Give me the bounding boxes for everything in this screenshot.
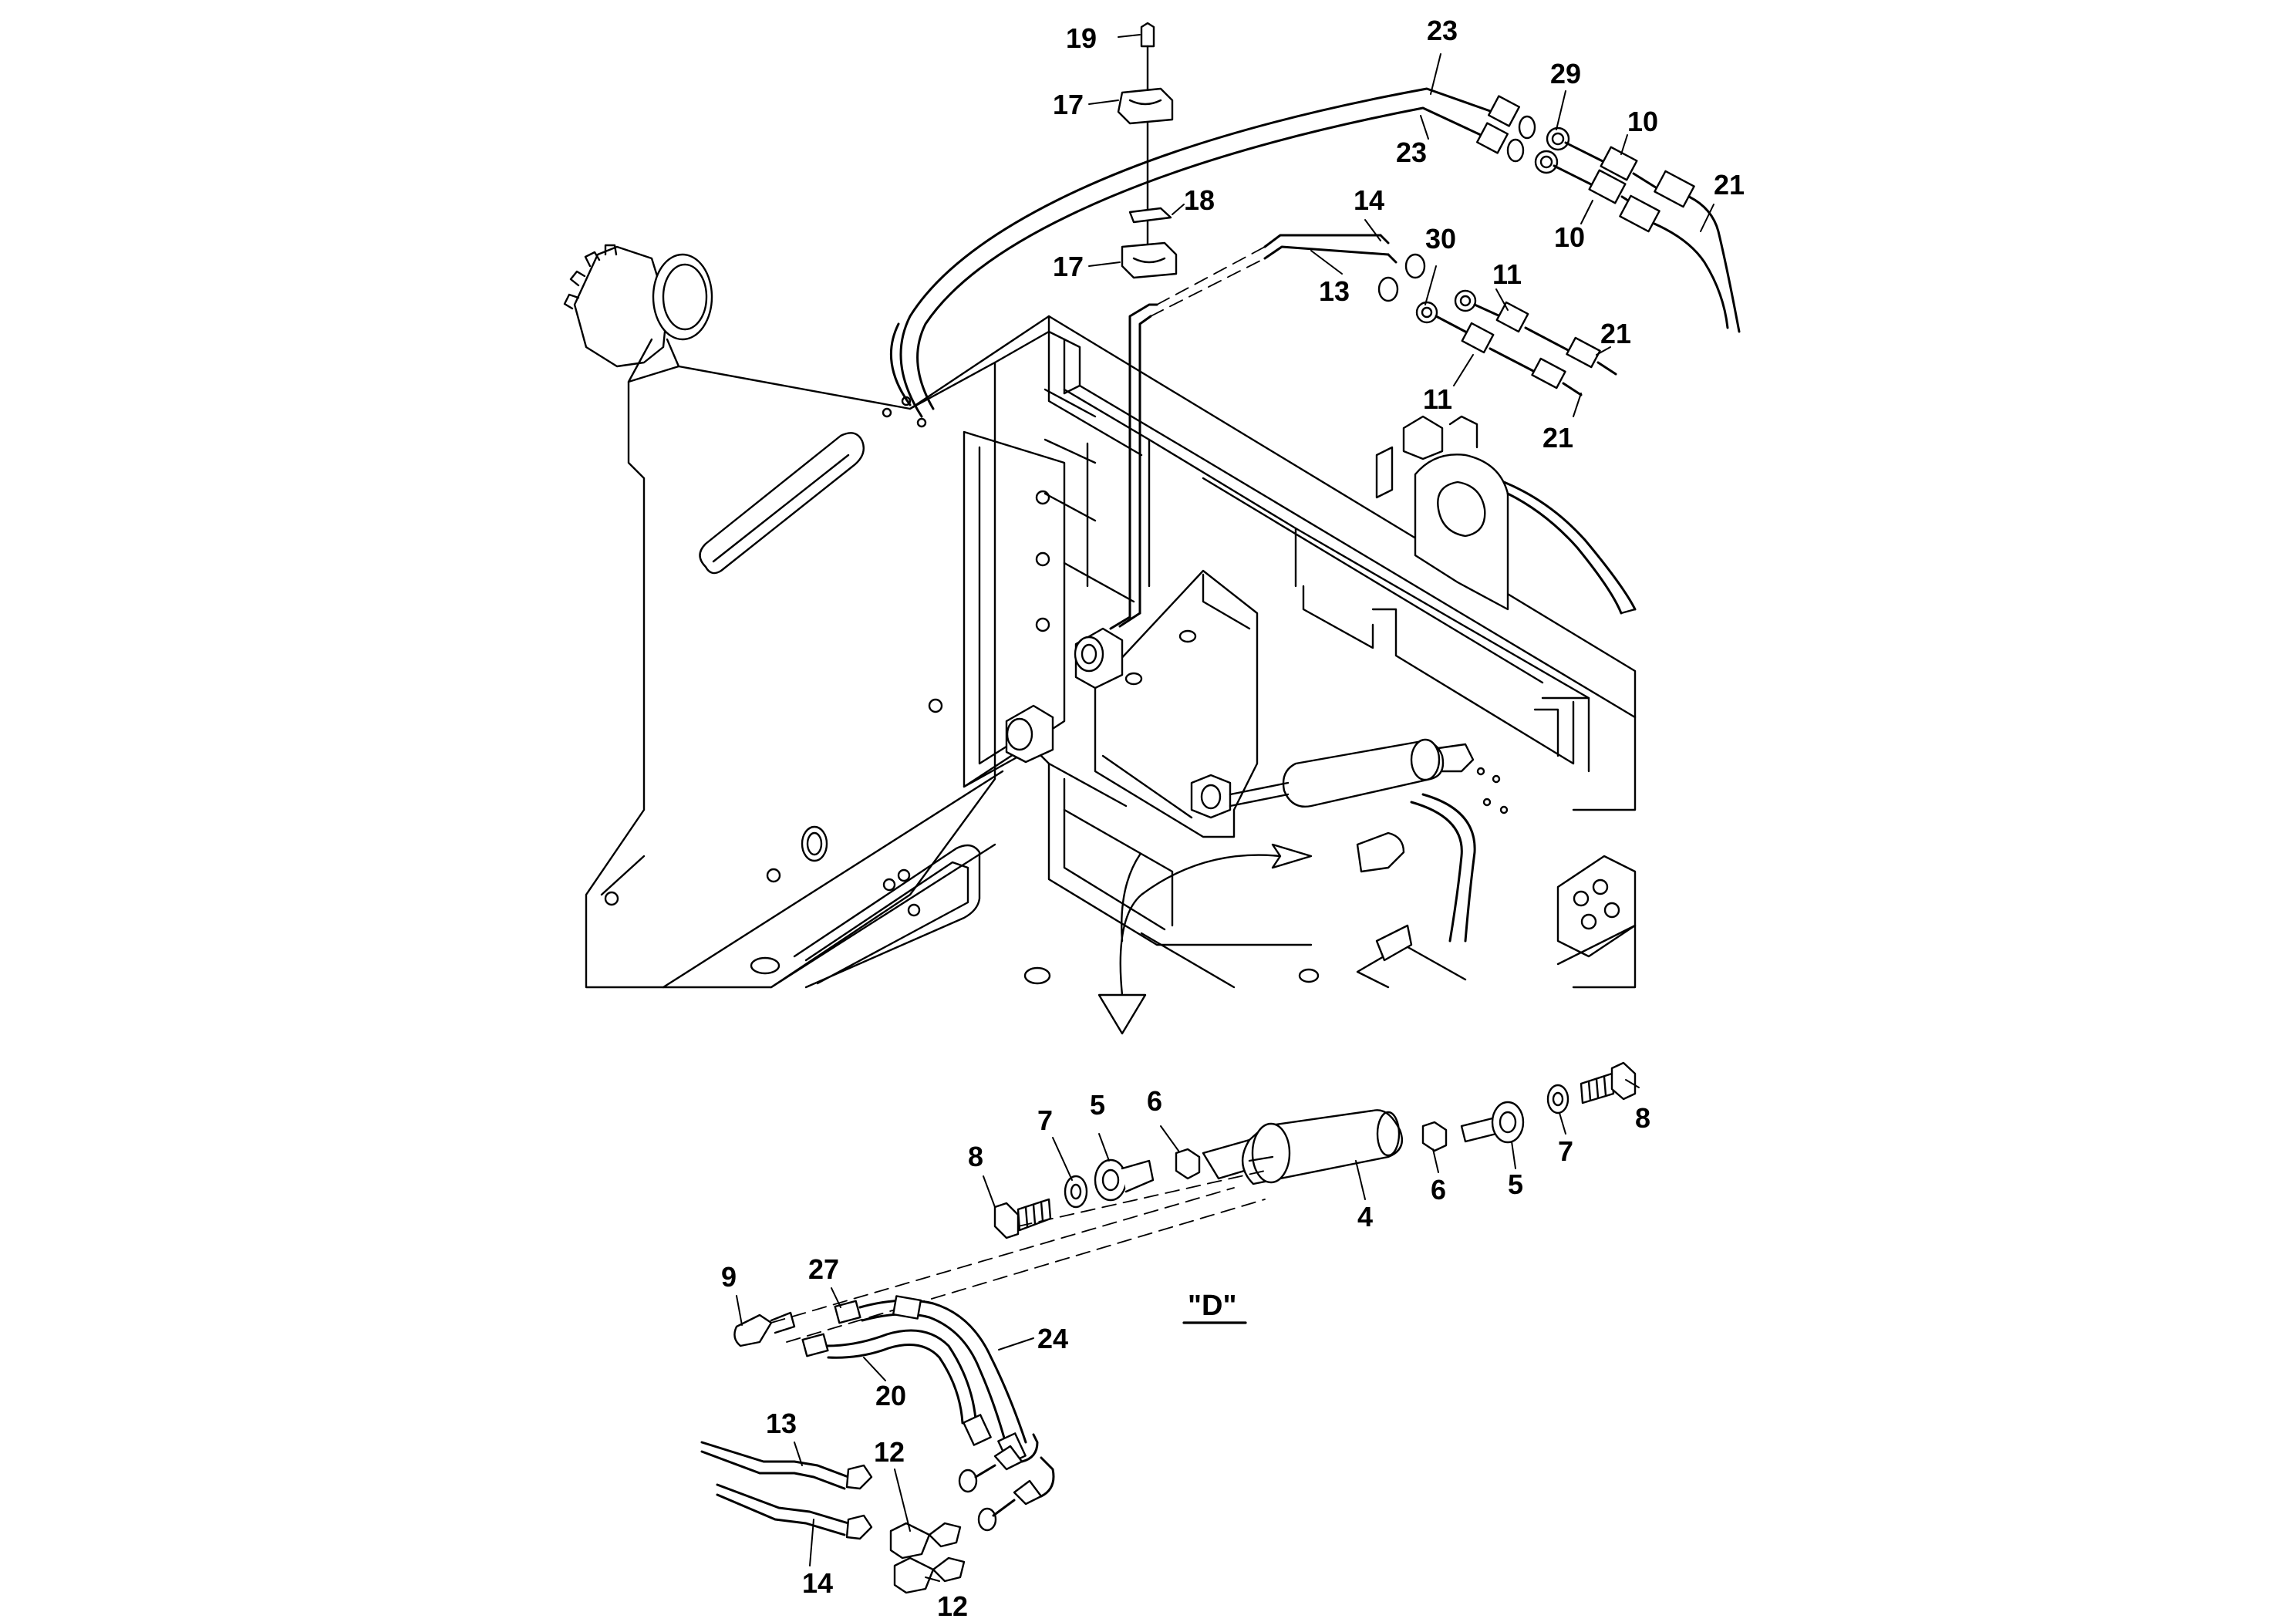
callout-5-left: 5 [1090,1089,1105,1121]
clamp-assembly [1117,22,1178,279]
callout-23-lower: 23 [1396,137,1427,168]
hose-23 [889,87,1494,418]
seal-washer-icon [1546,126,1570,151]
callout-9: 9 [721,1261,737,1293]
callout-13-upper: 13 [1319,275,1350,307]
callout-8-left: 8 [968,1141,983,1172]
callout-10-upper: 10 [1627,106,1658,137]
callout-27: 27 [808,1253,839,1285]
callout-21-upper: 21 [1714,169,1745,201]
callout-6-right: 6 [1431,1174,1446,1206]
callout-21-lower: 21 [1542,422,1573,454]
callout-17-upper: 17 [1053,89,1084,120]
inline-filter [1190,738,1509,962]
view-label: "D" [1188,1290,1236,1322]
callout-7-left: 7 [1037,1104,1053,1136]
callout-4: 4 [1357,1201,1373,1233]
callout-12-upper: 12 [874,1436,905,1468]
callout-7-right: 7 [1558,1135,1573,1167]
callout-6-left: 6 [1147,1085,1162,1117]
callout-11-upper: 11 [1492,258,1522,290]
callout-13-lower: 13 [766,1408,797,1439]
bolt-icon [1140,22,1155,48]
lifting-eye [1375,415,1637,615]
filter-bracket [1005,569,1259,838]
callout-21-middle: 21 [1600,318,1631,349]
callout-labels: 19 17 18 17 23 23 29 10 10 21 14 13 30 1… [721,15,1745,1622]
leader-lines [736,34,1714,1582]
callout-11-lower: 11 [1423,383,1452,415]
callout-10-lower: 10 [1554,221,1585,253]
callout-18: 18 [1184,184,1215,216]
callout-19: 19 [1066,22,1097,54]
callout-8-right: 8 [1635,1102,1650,1134]
callout-20: 20 [875,1380,906,1411]
callout-12-lower: 12 [937,1590,968,1622]
valve-block [1556,855,1637,989]
callout-30: 30 [1425,223,1456,255]
callout-5-right: 5 [1508,1168,1523,1200]
callout-29: 29 [1550,58,1581,89]
callout-14-upper: 14 [1354,184,1384,216]
callout-17-lower: 17 [1053,251,1084,282]
detail-arrow [1097,843,1313,1035]
detail-d [700,1061,1637,1594]
machine-frame [563,244,1637,989]
middle-fittings [1377,253,1617,396]
callout-14-lower: 14 [802,1567,833,1599]
upper-fittings [1475,95,1741,333]
pipe-13-14 [1109,234,1397,630]
callout-24: 24 [1037,1323,1068,1354]
callout-23-upper: 23 [1427,15,1458,46]
